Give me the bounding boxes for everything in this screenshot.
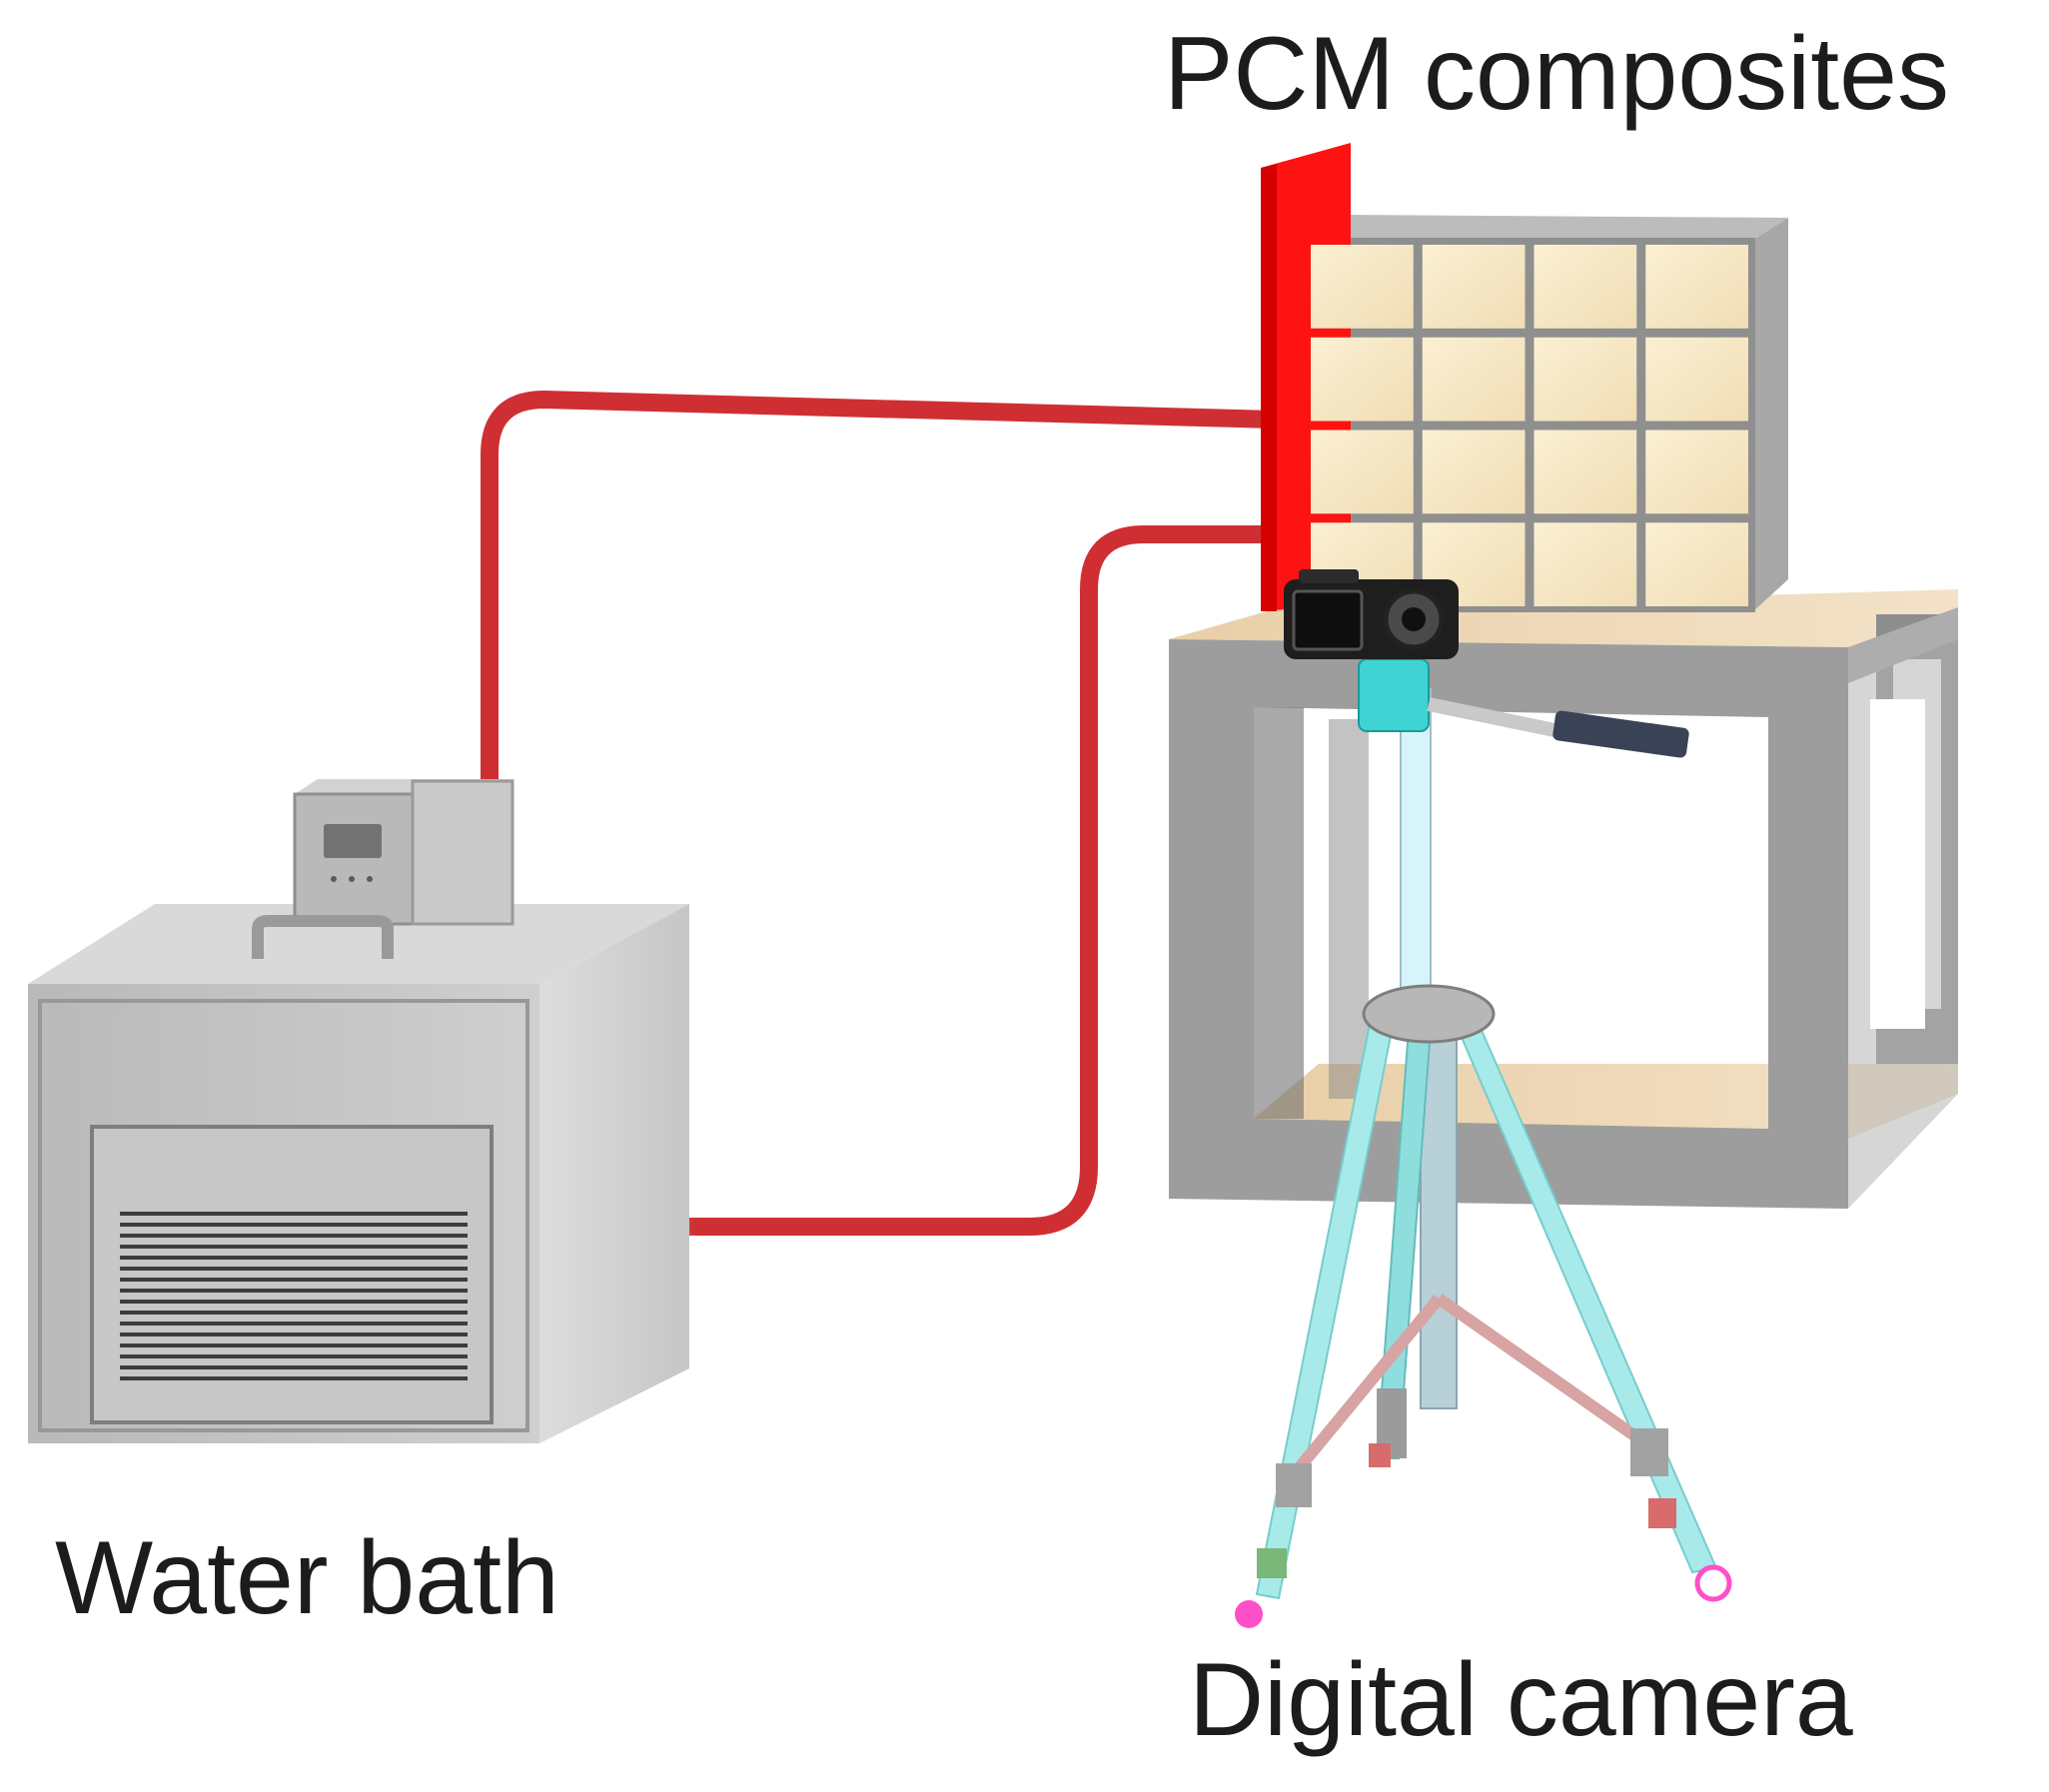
support-frame bbox=[1169, 589, 1958, 1209]
control-unit bbox=[293, 792, 415, 926]
pcm-box-top bbox=[1309, 215, 1788, 240]
lower-tube bbox=[690, 525, 1283, 1236]
pcm-tile bbox=[1645, 430, 1748, 514]
tripod-hub bbox=[1362, 984, 1496, 1044]
bath-vent-panel bbox=[90, 1125, 494, 1424]
control-display bbox=[324, 824, 382, 858]
pcm-tile bbox=[1422, 337, 1526, 422]
bath-side bbox=[539, 904, 689, 1443]
label-water-bath: Water bath bbox=[55, 1520, 559, 1636]
camera-body bbox=[1284, 569, 1459, 659]
pcm-tile bbox=[1534, 245, 1637, 329]
pcm-tile bbox=[1645, 337, 1748, 422]
pcm-tile bbox=[1534, 337, 1637, 422]
label-pcm-composites: PCM composites bbox=[1164, 16, 1949, 132]
pcm-tile-grid bbox=[1311, 245, 1748, 606]
pcm-tile bbox=[1422, 430, 1526, 514]
pcm-tile bbox=[1645, 245, 1748, 329]
pcm-tile bbox=[1311, 430, 1414, 514]
pcm-tile bbox=[1534, 522, 1637, 606]
bath-top bbox=[28, 904, 689, 984]
frame-front bbox=[1169, 639, 1848, 1209]
pcm-tile bbox=[1311, 337, 1414, 422]
tripod-head bbox=[1358, 658, 1430, 732]
bath-vent-slots bbox=[120, 1212, 468, 1380]
tripod bbox=[1235, 569, 1732, 1628]
bath-handle bbox=[252, 915, 394, 959]
water-bath bbox=[28, 779, 689, 1443]
label-digital-camera: Digital camera bbox=[1189, 1642, 1853, 1758]
pcm-tile bbox=[1534, 430, 1637, 514]
upper-tube bbox=[481, 390, 1283, 793]
pcm-tile bbox=[1311, 245, 1414, 329]
pcm-panel bbox=[1261, 143, 1788, 612]
pcm-tile bbox=[1645, 522, 1748, 606]
pcm-tile bbox=[1422, 245, 1526, 329]
tripod-foot-right bbox=[1694, 1564, 1732, 1602]
pcm-box-side bbox=[1753, 218, 1788, 611]
tripod-foot-left bbox=[1235, 1600, 1263, 1628]
